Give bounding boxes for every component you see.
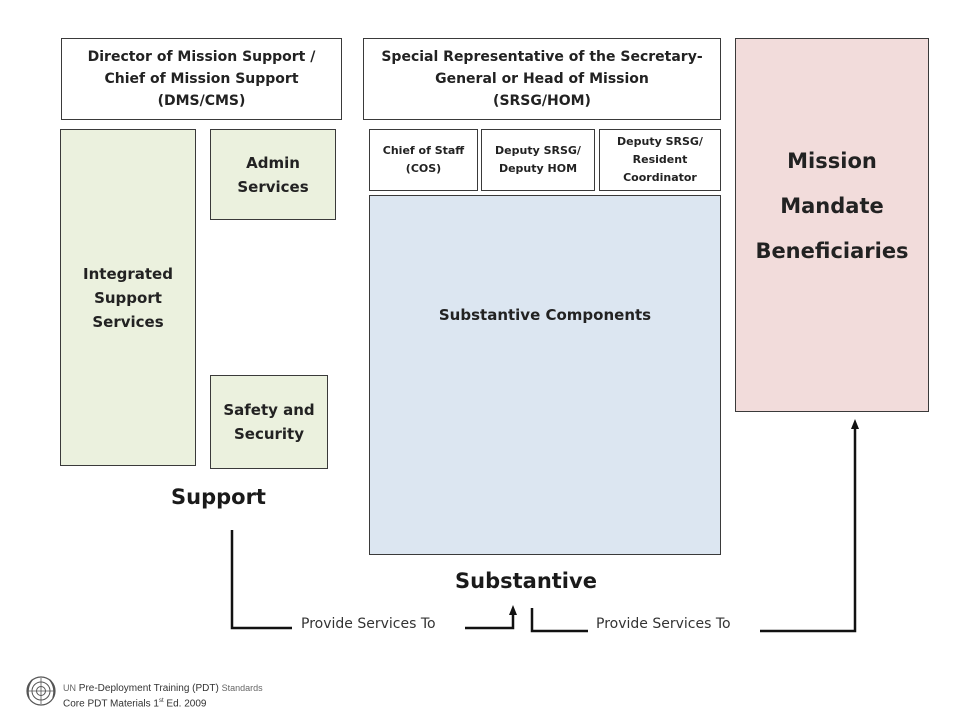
deputy-hom-line-1: Deputy SRSG/: [495, 144, 581, 157]
mission-mandate-beneficiaries-box: Mission Mandate Beneficiaries: [735, 38, 929, 412]
footer-text: UN Pre-Deployment Training (PDT) Standar…: [63, 682, 263, 710]
footer-line2-main: Core PDT Materials 1: [63, 698, 159, 710]
safety-security-box: Safety and Security: [210, 375, 328, 469]
support-to-substantive-arrowhead-line: [465, 605, 517, 630]
admin-line-1: Admin: [246, 153, 300, 172]
dms-line-3: (DMS/CMS): [157, 93, 246, 109]
iss-line-1: Integrated: [83, 264, 173, 283]
deputy-hom-line-2: Deputy HOM: [498, 162, 578, 175]
dms-cms-box: Director of Mission Support / Chief of M…: [61, 38, 342, 120]
un-emblem-icon: [26, 676, 56, 706]
admin-services-box: Admin Services: [210, 129, 336, 220]
footer-line-2: Core PDT Materials 1st Ed. 2009: [63, 695, 263, 710]
substantive-label: Substantive: [455, 569, 597, 593]
substantive-components-label: Substantive Components: [438, 306, 652, 324]
footer-line1-tail: Standards: [221, 683, 263, 693]
substantive-components-box: Substantive Components: [369, 195, 721, 555]
mission-line-1: Mission: [787, 149, 877, 173]
deputy-rc-line-2: Resident: [632, 153, 688, 166]
deputy-srsg-rc-box: Deputy SRSG/ Resident Coordinator: [599, 129, 721, 191]
cos-line-2: (COS): [405, 162, 442, 175]
cos-line-1: Chief of Staff: [382, 144, 465, 157]
deputy-srsg-hom-box: Deputy SRSG/ Deputy HOM: [481, 129, 595, 191]
support-label: Support: [171, 485, 266, 509]
mission-line-2: Mandate: [780, 194, 884, 218]
provide-services-label-2: Provide Services To: [596, 616, 731, 632]
support-to-substantive-arrow: [230, 530, 292, 630]
srsg-line-1: Special Representative of the Secretary-: [381, 49, 703, 65]
mission-line-3: Beneficiaries: [755, 239, 909, 263]
admin-line-2: Services: [237, 177, 309, 196]
safety-line-1: Safety and: [223, 401, 315, 419]
safety-line-2: Security: [233, 425, 305, 443]
footer-line2-tail: Ed. 2009: [163, 698, 207, 710]
substantive-to-mission-arrow: [530, 608, 588, 633]
dms-line-2: Chief of Mission Support: [104, 71, 299, 87]
srsg-hom-box: Special Representative of the Secretary-…: [363, 38, 721, 120]
deputy-rc-line-3: Coordinator: [623, 171, 697, 184]
iss-line-3: Services: [92, 312, 164, 331]
footer-line2-sup: st: [158, 698, 164, 704]
srsg-line-3: (SRSG/HOM): [493, 93, 591, 109]
footer-un: UN: [63, 683, 76, 693]
deputy-rc-line-1: Deputy SRSG/: [617, 135, 703, 148]
dms-line-1: Director of Mission Support /: [87, 49, 316, 65]
footer-line-1: UN Pre-Deployment Training (PDT) Standar…: [63, 682, 263, 695]
provide-services-label-1: Provide Services To: [301, 616, 436, 632]
srsg-line-2: General or Head of Mission: [435, 71, 649, 87]
iss-line-2: Support: [94, 288, 162, 307]
footer-line1-main: Pre-Deployment Training (PDT): [76, 683, 222, 694]
chief-of-staff-box: Chief of Staff (COS): [369, 129, 478, 191]
substantive-to-mission-arrowhead-line: [760, 419, 859, 633]
integrated-support-services-box: Integrated Support Services: [60, 129, 196, 466]
